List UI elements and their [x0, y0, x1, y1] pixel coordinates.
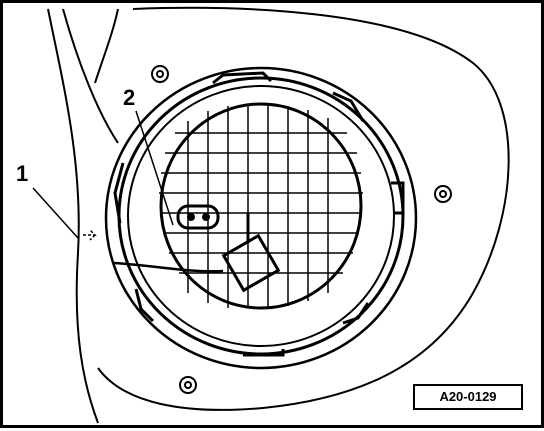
reference-code-label: A20-0129 [413, 384, 523, 410]
body-panel-inner-edge [62, 8, 119, 144]
leader-line-1 [32, 187, 79, 239]
fuel-line-connector [221, 233, 281, 293]
mounting-screw [434, 185, 452, 203]
callout-1: 1 [16, 161, 29, 186]
fuel-sender-drawing [32, 6, 510, 424]
outer-flange [104, 66, 418, 370]
recess-outline [97, 6, 510, 411]
callout-2: 2 [123, 85, 136, 110]
wiring-harness [112, 261, 224, 273]
ring-lug [243, 349, 285, 357]
ring-lug [113, 162, 125, 224]
sender-cap [159, 102, 363, 310]
ring-lug [332, 91, 365, 122]
ring-lug [391, 181, 405, 215]
body-panel-outline [47, 8, 99, 424]
mounting-screw [179, 376, 197, 394]
leader-line-2 [135, 110, 174, 226]
ring-lug [212, 71, 273, 85]
ring-lug [134, 288, 155, 323]
connector-housing [176, 204, 220, 230]
ring-lug [342, 302, 370, 325]
cap-grid [159, 104, 363, 308]
mounting-screw [151, 65, 169, 83]
